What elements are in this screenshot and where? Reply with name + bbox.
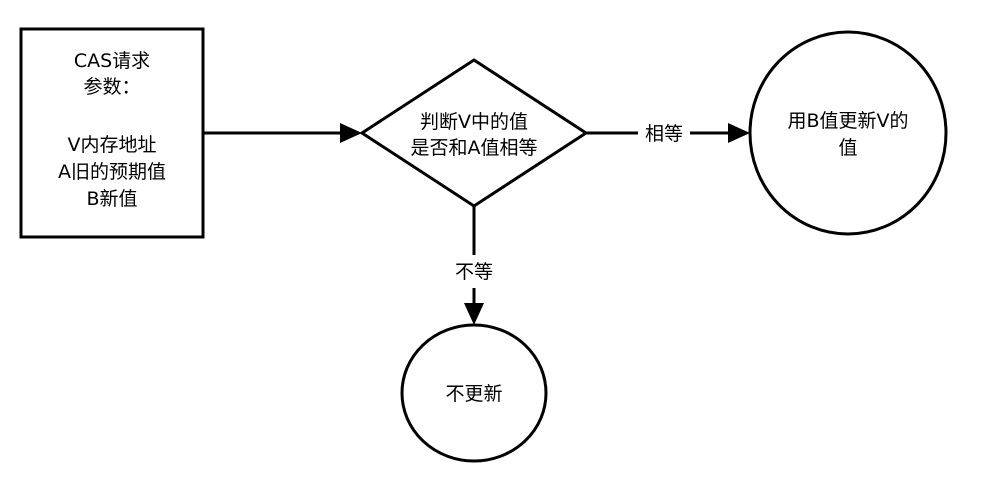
update-circle: 用B值更新V的 值: [748, 30, 948, 236]
edge-label-equal: 相等: [645, 123, 683, 145]
edge-label-not-equal: 不等: [455, 261, 493, 283]
decision-line-2: 是否和A值相等: [411, 137, 538, 159]
request-line-4: V内存地址: [68, 134, 157, 156]
edge-decision-to-update: 相等: [586, 123, 750, 145]
request-line-1: CAS请求: [74, 50, 150, 72]
update-line-2: 值: [838, 137, 857, 159]
edge-request-to-decision: [203, 123, 362, 143]
request-line-6: B新值: [86, 188, 137, 210]
decision-line-1: 判断V中的值: [420, 111, 528, 133]
update-line-1: 用B值更新V的: [787, 110, 908, 132]
request-line-2: 参数：: [83, 76, 140, 98]
decision-diamond: 判断V中的值 是否和A值相等: [359, 58, 589, 208]
edge-decision-to-no-update: 不等: [455, 206, 493, 325]
request-line-5: A旧的预期值: [58, 161, 166, 183]
no-update-label: 不更新: [445, 383, 502, 405]
request-box: CAS请求 参数： V内存地址 A旧的预期值 B新值: [19, 27, 205, 239]
no-update-circle: 不更新: [400, 323, 548, 463]
